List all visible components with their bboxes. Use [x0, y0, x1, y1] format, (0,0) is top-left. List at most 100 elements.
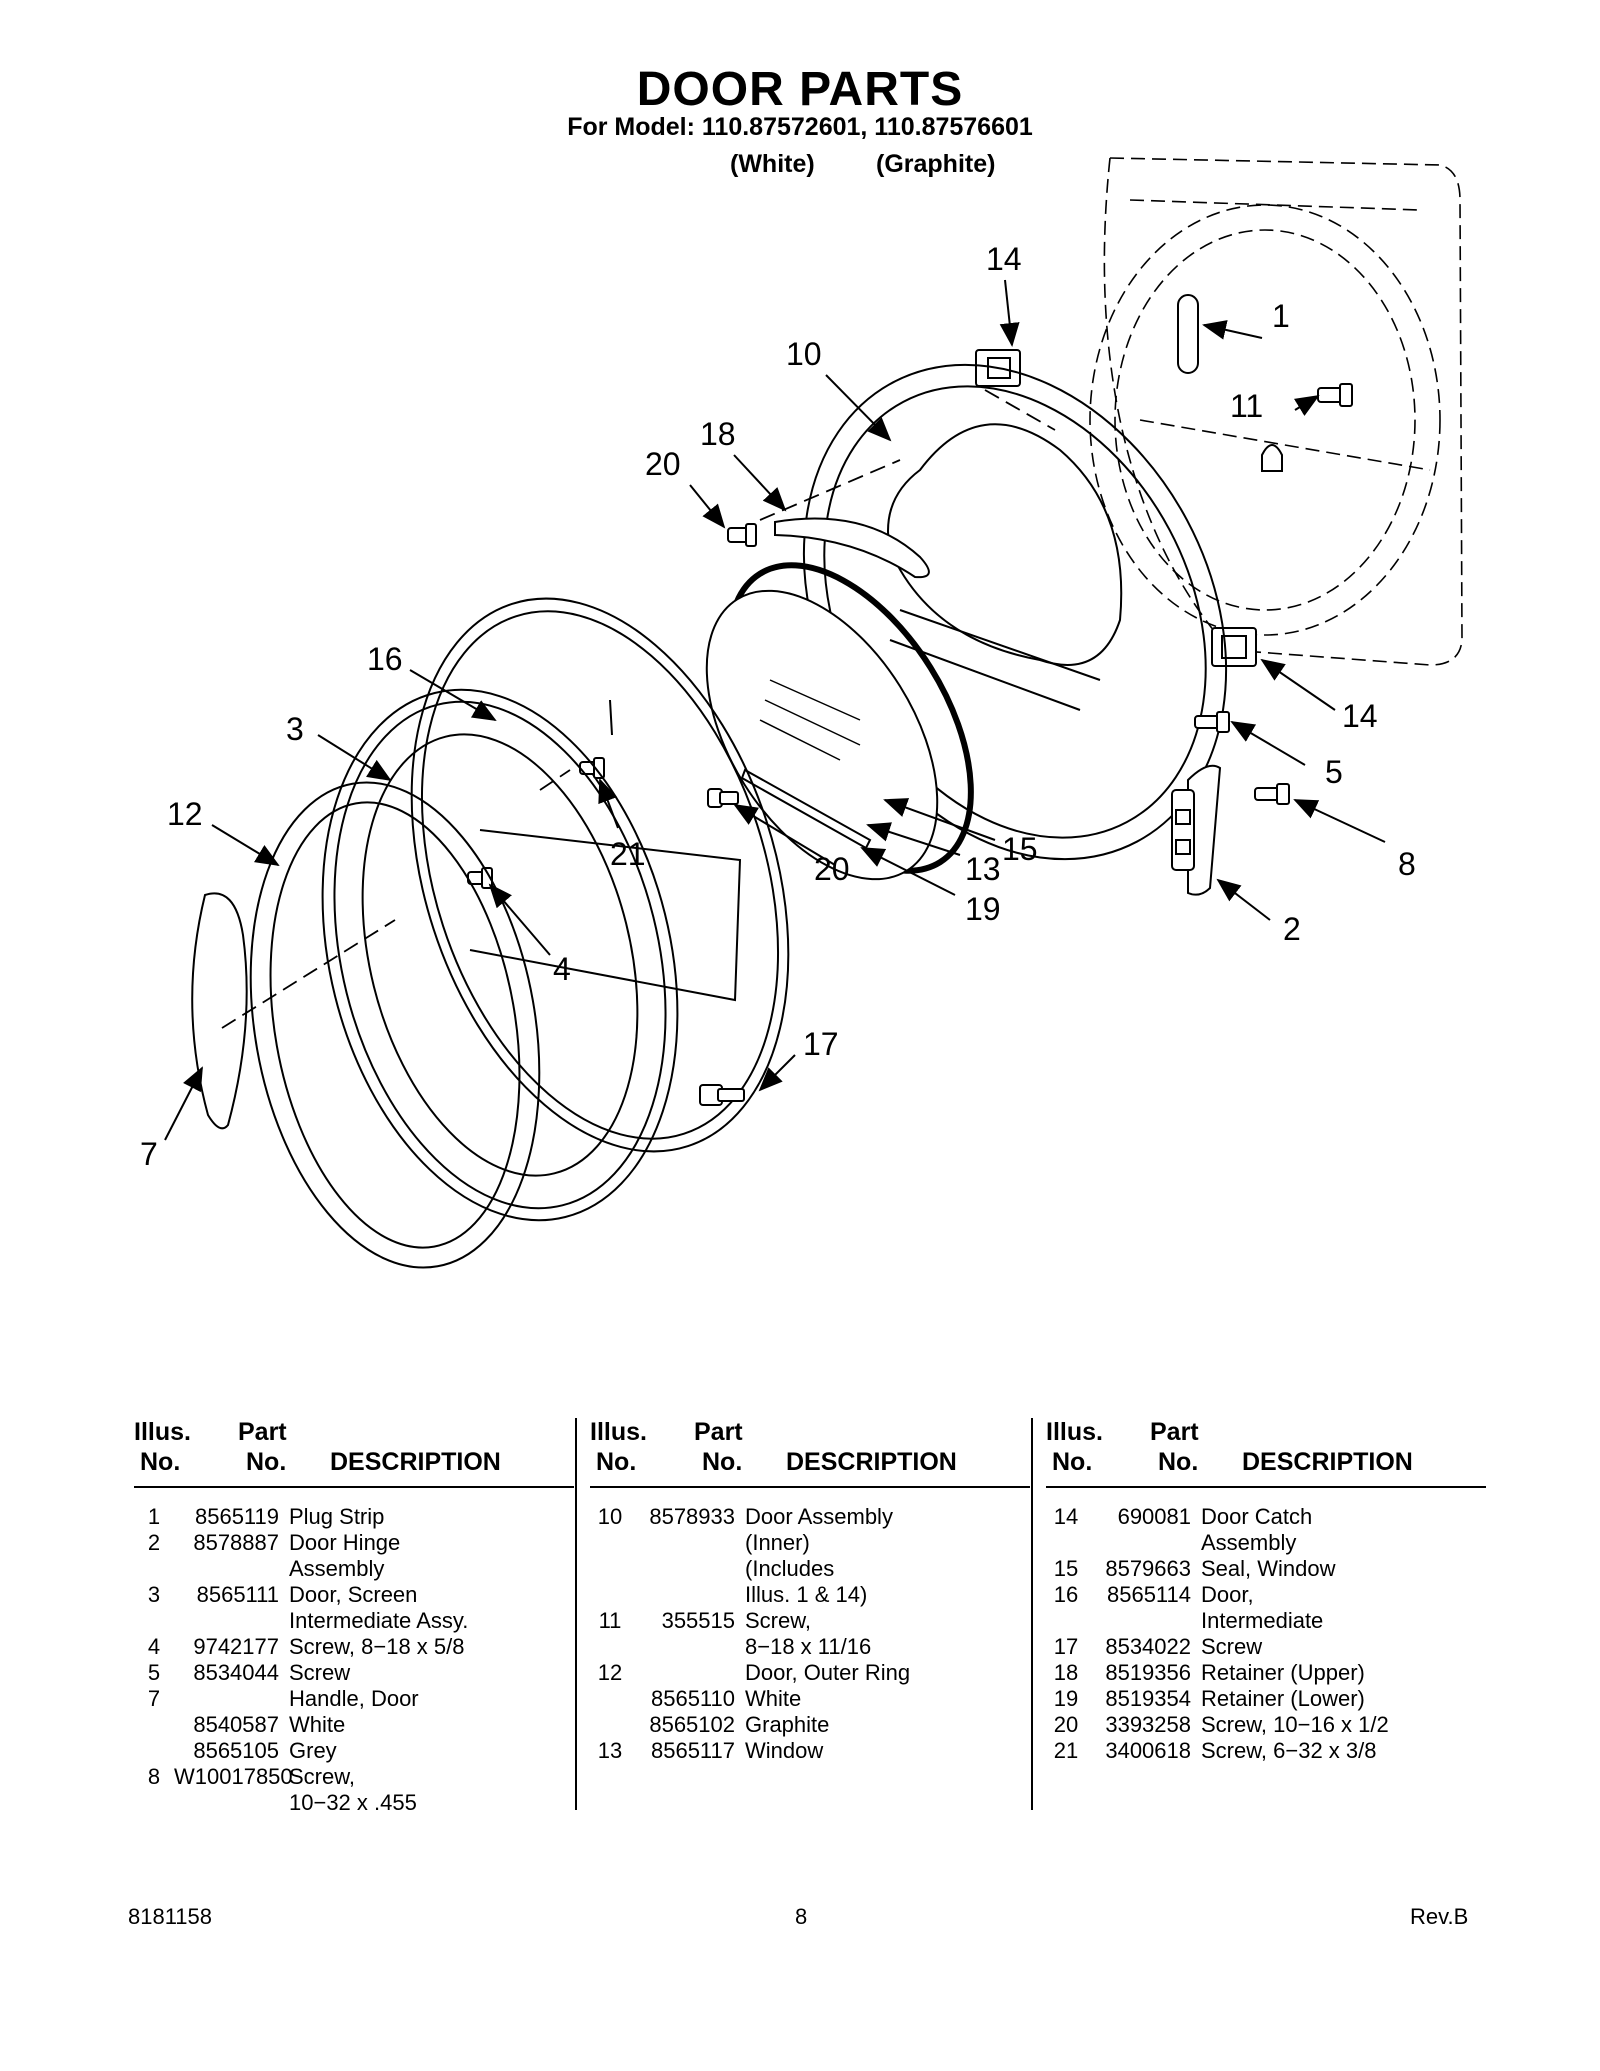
callout-3: 3	[286, 711, 304, 747]
callout-7: 7	[140, 1136, 158, 1172]
illus-number: 13	[597, 1738, 623, 1763]
part-number: 8578887	[193, 1530, 279, 1555]
table-header-row-1: Illus. Part	[590, 1418, 1030, 1448]
illus-number: 17	[1053, 1634, 1079, 1659]
illus-number: 8	[147, 1764, 161, 1789]
part-number: 8578933	[649, 1504, 735, 1529]
model-subtitle: For Model: 110.87572601, 110.87576601	[567, 113, 1033, 141]
callout-8: 8	[1398, 846, 1416, 882]
callout-1: 1	[1272, 298, 1290, 334]
part-description: Screw, 10−16 x 1/2	[1201, 1712, 1389, 1737]
revision-label: Rev.B	[1410, 1904, 1469, 1929]
illus-number: 12	[597, 1660, 623, 1685]
header-part-no: No.	[1158, 1448, 1199, 1476]
part-number: 8579663	[1105, 1556, 1191, 1581]
table-header-row-2: No. No. DESCRIPTION	[590, 1448, 1030, 1478]
callout-16: 16	[367, 641, 403, 677]
part-number: 8565111	[196, 1582, 279, 1607]
part-description: Door, Screen Intermediate Assy.	[289, 1582, 469, 1633]
header-illus-no: No.	[1052, 1448, 1093, 1476]
part-number: 8565117	[650, 1738, 735, 1763]
illus-number: 2	[147, 1530, 161, 1555]
part-description: Door, Intermediate	[1201, 1582, 1324, 1633]
illus-number: 14	[1053, 1504, 1079, 1529]
callout-12: 12	[167, 796, 203, 832]
screw-8-part	[1254, 783, 1290, 805]
part-number: 8540587	[193, 1712, 279, 1737]
part-number: 9742177	[193, 1634, 279, 1659]
document-number: 8181158	[128, 1904, 213, 1929]
illus-number: 7	[147, 1686, 161, 1711]
parts-rows: 10 8578933 Door Assembly (Inner) (Includes…	[590, 1504, 1030, 1764]
illus-number: 15	[1053, 1556, 1079, 1581]
illus-number: 11	[598, 1608, 622, 1633]
part-number: 3400618	[1105, 1738, 1191, 1763]
header-illus: Illus.	[1046, 1418, 1103, 1446]
table-row: 3 8565111 Door, Screen Intermediate Assy.	[134, 1582, 574, 1634]
callout-21: 21	[610, 836, 646, 872]
part-description: White	[289, 1712, 346, 1737]
illus-number: 16	[1053, 1582, 1079, 1607]
table-row: 11 355515 Screw, 8−18 x 11/16	[590, 1608, 1030, 1660]
part-description: Door Assembly (Inner) (Includes Illus. 1…	[745, 1504, 893, 1607]
page-title: DOOR PARTS	[636, 63, 964, 116]
part-description: Door Catch Assembly	[1201, 1504, 1313, 1555]
table-row: 15 8579663 Seal, Window	[1046, 1556, 1486, 1582]
part-description: Screw, 6−32 x 3/8	[1201, 1738, 1377, 1763]
header-part: Part	[694, 1418, 743, 1446]
illus-number: 18	[1053, 1660, 1079, 1685]
part-description: Screw	[1201, 1634, 1263, 1659]
screw-20-lower-part	[707, 788, 739, 808]
callout-2: 2	[1283, 911, 1301, 947]
part-description: Screw, 8−18 x 5/8	[289, 1634, 465, 1659]
column-divider-1	[575, 1418, 577, 1810]
callout-14-lower: 14	[1342, 698, 1378, 734]
part-description: Door Hinge Assembly	[289, 1530, 401, 1581]
callout-20-lower: 20	[814, 851, 850, 887]
part-description: Retainer (Upper)	[1201, 1660, 1365, 1685]
part-number: 355515	[661, 1608, 735, 1633]
callout-20-upper: 20	[645, 446, 681, 482]
header-part: Part	[238, 1418, 287, 1446]
part-description: Window	[745, 1738, 824, 1763]
callout-19: 19	[965, 891, 1001, 927]
part-description: Screw, 8−18 x 11/16	[745, 1608, 872, 1659]
screw-17-part	[699, 1084, 745, 1106]
parts-table-column-2: Illus. Part No. No. DESCRIPTION 10 857893…	[590, 1418, 1030, 1763]
screw-5-part	[1194, 711, 1230, 733]
table-header-row-2: No. No. DESCRIPTION	[134, 1448, 574, 1478]
part-description: Door, Outer Ring	[745, 1660, 911, 1685]
part-description: Graphite	[745, 1712, 830, 1737]
callout-18: 18	[700, 416, 736, 452]
screw-4-part	[467, 867, 493, 889]
callout-10: 10	[786, 336, 822, 372]
illus-number: 10	[597, 1504, 623, 1529]
illus-number: 1	[147, 1504, 161, 1529]
header-description: DESCRIPTION	[1242, 1448, 1413, 1476]
header-description: DESCRIPTION	[330, 1448, 501, 1476]
part-number: 8565102	[649, 1712, 735, 1737]
table-header-row-1: Illus. Part	[1046, 1418, 1486, 1448]
illus-number: 4	[147, 1634, 161, 1659]
header-description: DESCRIPTION	[786, 1448, 957, 1476]
retainer-upper-part	[774, 517, 930, 579]
header-rule	[134, 1486, 574, 1488]
part-number: 3393258	[1105, 1712, 1191, 1737]
part-number: 8565119	[194, 1504, 279, 1529]
table-row: 10 8578933 Door Assembly (Inner) (Includes…	[590, 1504, 1030, 1608]
cabinet-outline	[1089, 157, 1463, 666]
table-row: 13 8565117 Window	[590, 1738, 1030, 1764]
part-description: Seal, Window	[1201, 1556, 1336, 1581]
illus-number: 3	[147, 1582, 161, 1607]
door-hinge-part	[1171, 764, 1222, 896]
table-header-row-2: No. No. DESCRIPTION	[1046, 1448, 1486, 1478]
